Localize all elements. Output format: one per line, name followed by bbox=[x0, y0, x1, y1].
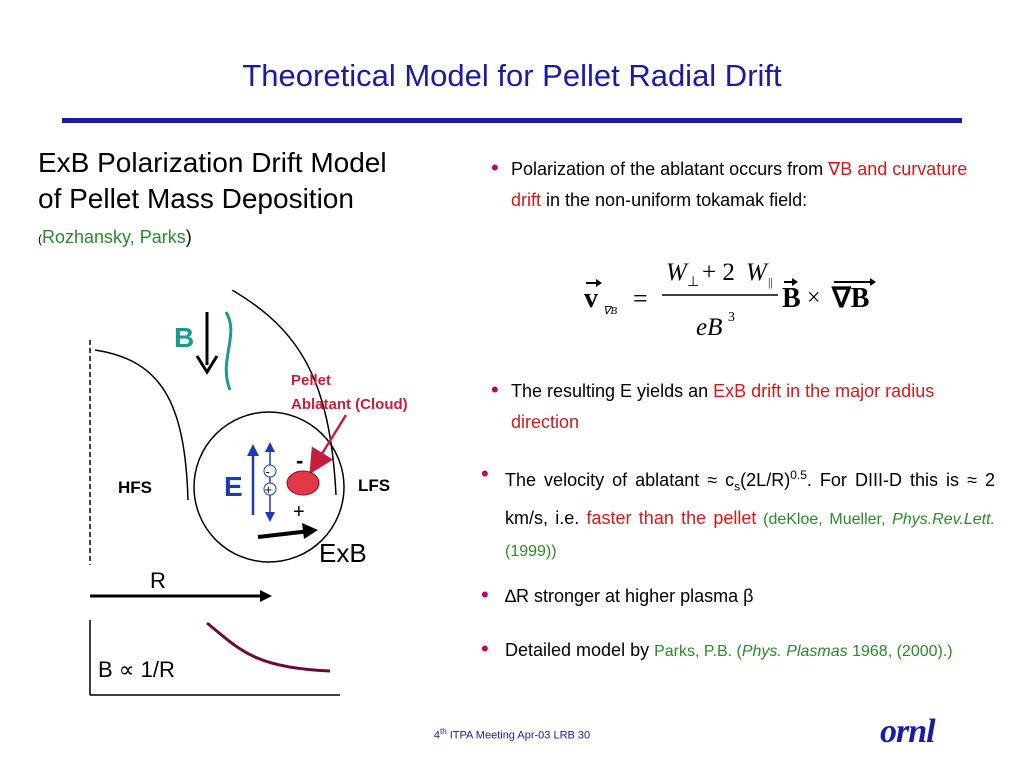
exb-label: ExB bbox=[319, 538, 367, 568]
bullet-3-cite-journal: Phys.Rev.Lett. bbox=[892, 510, 996, 528]
bullet-3-text-b: (2L/R) bbox=[740, 470, 791, 490]
bullet-4: • ∆R stronger at higher plasma β bbox=[481, 581, 995, 612]
bullet-2: • The resulting E yields an ExB drift in… bbox=[491, 376, 981, 438]
bullet-5-cite-end: 1968, (2000).) bbox=[847, 643, 953, 660]
slide-footer: 4th ITPA Meeting Apr-03 LRB 30 bbox=[0, 727, 1024, 742]
formula-grad-b: ∇B bbox=[831, 283, 869, 314]
charge-minus-top: - bbox=[296, 448, 303, 473]
bullet-3-dot: • bbox=[481, 461, 489, 486]
left-citation: (Rozhansky, Parks) bbox=[38, 227, 192, 248]
formula-equals: = bbox=[633, 284, 648, 313]
title-underline bbox=[62, 118, 962, 123]
pellet-label-line-2: Ablatant (Cloud) bbox=[291, 396, 408, 413]
b-vs-r-curve bbox=[206, 621, 331, 673]
bullet-3-text-a: The velocity of ablatant ≈ c bbox=[505, 470, 735, 490]
bullet-5-dot: • bbox=[481, 636, 489, 661]
bullet-3: • The velocity of ablatant ≈ cs(2L/R)0.5… bbox=[481, 460, 995, 567]
formula-par-symbol: || bbox=[768, 275, 773, 289]
bullet-3-text-highlight: faster than the pellet bbox=[586, 507, 757, 528]
r-axis-arrow-head bbox=[260, 590, 272, 602]
plus-charge-sign: + bbox=[265, 482, 273, 497]
flux-surface-right-curve bbox=[231, 290, 337, 496]
charge-plus-bottom: + bbox=[293, 501, 305, 523]
minus-charge-sign: - bbox=[266, 464, 270, 479]
field-line-wiggle bbox=[224, 311, 233, 391]
vector-arrow-grad-b-head bbox=[870, 278, 876, 286]
ornl-logo: ornl bbox=[880, 713, 936, 750]
b-field-arrow-head bbox=[195, 355, 219, 375]
pellet-label-line-1: Pellet bbox=[291, 372, 331, 389]
slide-title: Theoretical Model for Pellet Radial Drif… bbox=[242, 58, 782, 93]
vector-arrow-v-head bbox=[596, 279, 602, 287]
formula-w-perp: W bbox=[666, 259, 689, 286]
formula-denominator-exponent: 3 bbox=[728, 310, 735, 325]
bullet-5-cite-journal: Phys. Plasmas bbox=[741, 643, 848, 660]
left-heading: ExB Polarization Drift Model of Pellet M… bbox=[38, 145, 478, 217]
bullet-3-cite-a: (deKloe, Mueller, bbox=[756, 510, 893, 528]
pellet-drift-diagram: B Pellet Ablatant (Cloud) - + E - + HFS … bbox=[89, 290, 408, 696]
e-field-label: E bbox=[224, 471, 243, 502]
formula-subscript: ∇B bbox=[603, 305, 617, 317]
bullet-5-citation: Parks, P.B. (Phys. Plasmas 1968, (2000).… bbox=[654, 643, 953, 660]
pellet bbox=[286, 470, 320, 496]
bullet-1-text-highlight: ∇B and curvature drift bbox=[511, 159, 968, 210]
formula-plus-two: + 2 bbox=[702, 259, 735, 286]
exb-arrow-head bbox=[302, 523, 318, 539]
formula-b: B bbox=[782, 283, 801, 314]
flux-surface-left-curve bbox=[94, 349, 189, 501]
formula-times: × bbox=[807, 285, 821, 311]
bullet-2-text-a: The resulting E yields an bbox=[511, 381, 714, 401]
bullet-2-text-highlight: ExB drift in the major radius direction bbox=[511, 381, 935, 432]
footer-text: ITPA Meeting Apr-03 LRB 30 bbox=[446, 729, 591, 742]
r-axis-label: R bbox=[150, 568, 166, 593]
bullet-1-dot: • bbox=[491, 155, 499, 180]
charge-arrow-up-head bbox=[265, 442, 275, 452]
drift-velocity-formula: v ∇B = W ⊥ + 2 W || eB 3 B × ∇B bbox=[584, 259, 876, 341]
ablatant-cloud-circle bbox=[193, 411, 345, 563]
bullet-4-text: ∆R stronger at higher plasma β bbox=[505, 586, 754, 606]
b-inverse-r-label: B ∝ 1/R bbox=[98, 657, 175, 682]
cite-open: ( bbox=[38, 232, 42, 246]
minus-charge-circle bbox=[263, 464, 277, 478]
footer-prefix: 4 bbox=[433, 729, 440, 742]
left-heading-line-1: ExB Polarization Drift Model bbox=[38, 147, 387, 178]
e-field-arrow-head bbox=[247, 444, 259, 456]
bullet-1-text-a: Polarization of the ablatant occurs from bbox=[511, 159, 829, 179]
charge-arrow-down-head bbox=[265, 512, 275, 522]
pellet-pointer-arrow bbox=[309, 414, 348, 475]
formula-w-par: W bbox=[746, 259, 769, 286]
bullet-3-text-c: . For DIII-D this is ≈ 2 km/s, i.e. bbox=[505, 470, 995, 528]
bullet-5: • Detailed model by Parks, P.B. (Phys. P… bbox=[481, 635, 995, 667]
bullet-5-author: Parks, P.B. bbox=[654, 643, 733, 660]
lfs-label: LFS bbox=[358, 476, 390, 495]
vector-arrow-b-head bbox=[792, 278, 798, 286]
bullet-3-sub: s bbox=[734, 479, 741, 494]
cite-close: ) bbox=[185, 227, 192, 247]
b-field-label: B bbox=[174, 322, 194, 353]
left-heading-line-2: of Pellet Mass Deposition bbox=[38, 183, 354, 214]
bullet-3-cite-end: (1999)) bbox=[505, 542, 557, 560]
bullet-1-text-b: in the non-uniform tokamak field: bbox=[541, 190, 808, 210]
formula-v: v bbox=[584, 283, 598, 314]
exb-arrow-shaft bbox=[257, 529, 311, 539]
bullet-5-text-a: Detailed model by bbox=[505, 640, 655, 660]
bullet-2-dot: • bbox=[491, 377, 499, 402]
footer-prefix-sup: th bbox=[439, 727, 447, 736]
hfs-label: HFS bbox=[118, 478, 152, 497]
bullet-3-citation: (deKloe, Mueller, Phys.Rev.Lett. (1999)) bbox=[505, 511, 995, 560]
bullet-3-sup: 0.5 bbox=[790, 468, 807, 482]
bullet-1: • Polarization of the ablatant occurs fr… bbox=[491, 154, 981, 216]
plus-charge-circle bbox=[263, 482, 277, 496]
bullet-5-cite-open: ( bbox=[732, 643, 742, 660]
formula-denominator: eB bbox=[696, 314, 722, 341]
formula-perp-symbol: ⊥ bbox=[687, 275, 699, 290]
bullet-4-dot: • bbox=[481, 582, 489, 607]
cite-authors: Rozhansky, Parks bbox=[42, 227, 186, 247]
